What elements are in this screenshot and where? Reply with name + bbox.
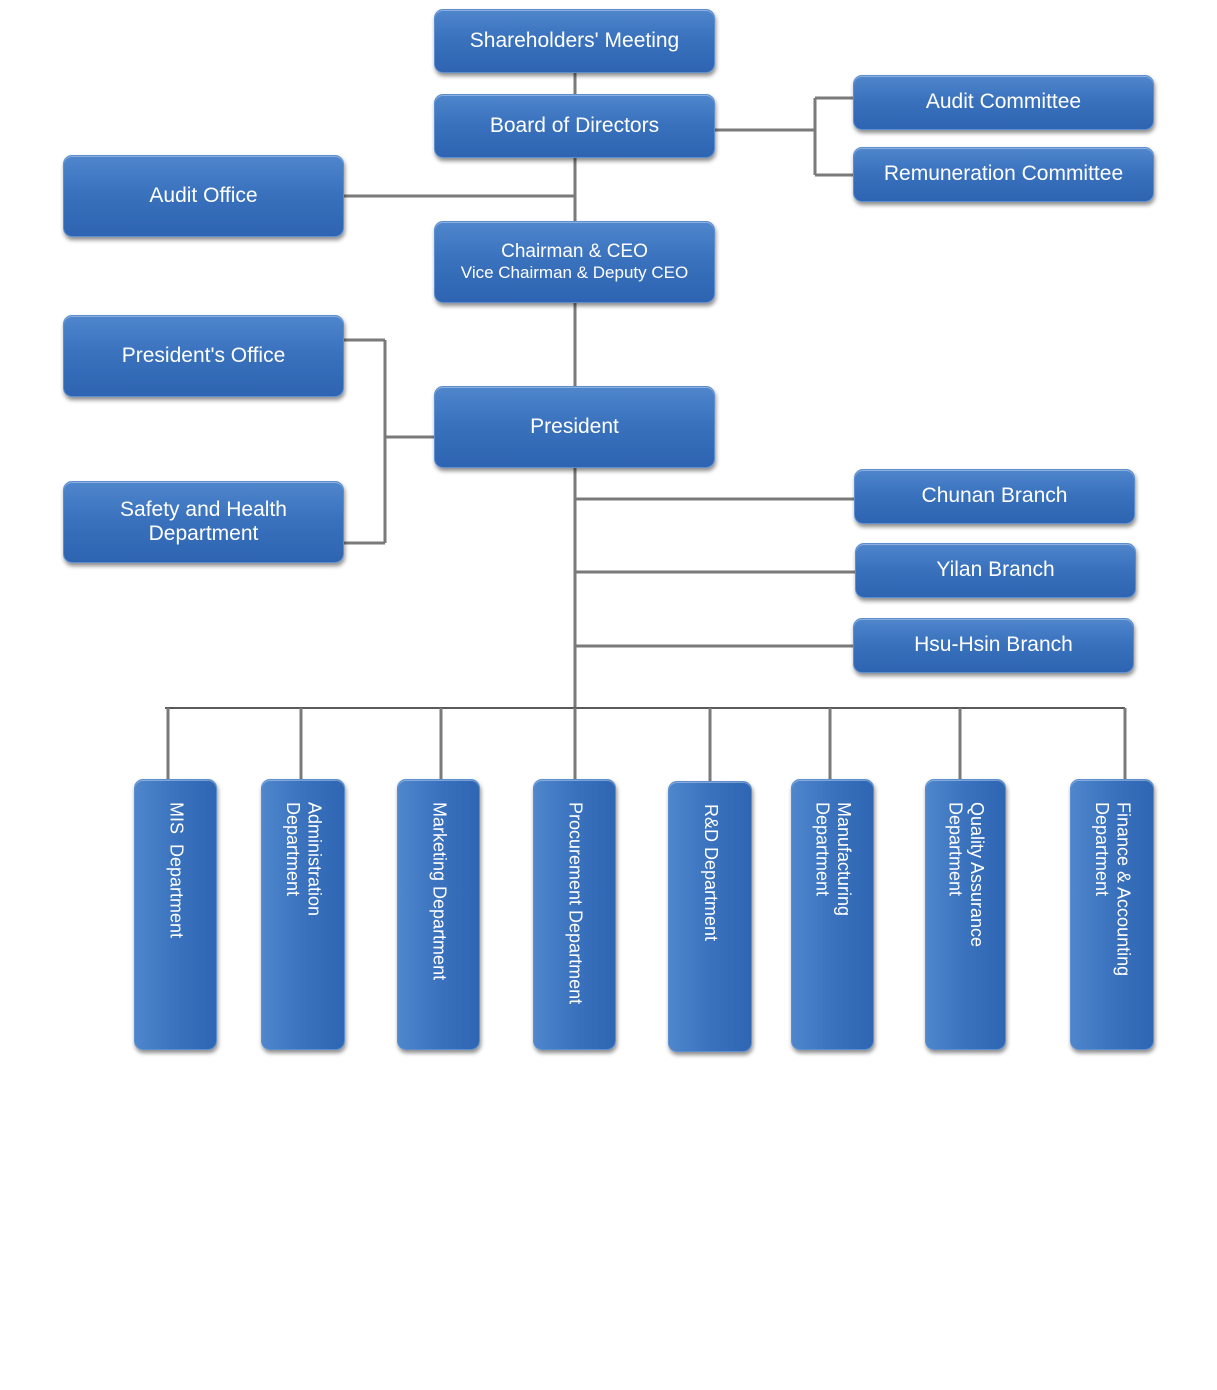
audit-office-box: Audit Office: [63, 155, 344, 237]
audit-office-label: Audit Office: [149, 183, 258, 207]
dept-finance-label: Finance & Accounting Department: [1092, 802, 1134, 977]
vice-chairman-label: Vice Chairman & Deputy CEO: [460, 263, 689, 283]
president-label: President: [530, 414, 619, 438]
remuneration-committee-label: Remuneration Committee: [883, 162, 1124, 186]
shareholders-meeting-box: Shareholders' Meeting: [434, 9, 715, 73]
dept-procurement-label: Procurement Department: [565, 802, 586, 1005]
safety-health-box: Safety and Health Department: [63, 481, 344, 563]
dept-mis-label: MIS Department: [166, 802, 187, 939]
chunan-branch-label: Chunan Branch: [921, 484, 1068, 508]
chairman-ceo-box: Chairman & CEO Vice Chairman & Deputy CE…: [434, 221, 715, 303]
presidents-office-label: President's Office: [121, 343, 286, 367]
dept-manufacturing-label: Manufacturing Department: [812, 802, 855, 917]
safety-health-line1: Safety and Health: [120, 497, 287, 521]
safety-health-line2: Department: [148, 522, 259, 545]
dept-marketing-box: Marketing Department: [397, 779, 480, 1050]
dept-rd-box: R&D Department: [668, 781, 752, 1052]
dept-administration-label: Administration Department: [283, 802, 325, 917]
chunan-branch-box: Chunan Branch: [854, 469, 1135, 524]
dept-quality-assurance-box: Quality Assurance Department: [925, 779, 1006, 1050]
presidents-office-box: President's Office: [63, 315, 344, 397]
board-of-directors-box: Board of Directors: [434, 94, 715, 158]
hsuhsin-branch-label: Hsu-Hsin Branch: [914, 633, 1073, 657]
chairman-ceo-label: Chairman & CEO: [501, 241, 648, 263]
board-of-directors-label: Board of Directors: [489, 113, 660, 137]
dept-marketing-label: Marketing Department: [429, 802, 450, 981]
dept-manufacturing-box: Manufacturing Department: [791, 779, 874, 1050]
yilan-branch-label: Yilan Branch: [936, 558, 1055, 582]
hsuhsin-branch-box: Hsu-Hsin Branch: [853, 618, 1134, 673]
president-box: President: [434, 386, 715, 468]
yilan-branch-box: Yilan Branch: [855, 543, 1136, 598]
shareholders-meeting-label: Shareholders' Meeting: [469, 28, 680, 52]
dept-quality-assurance-label: Quality Assurance Department: [945, 802, 988, 948]
dept-finance-box: Finance & Accounting Department: [1070, 779, 1154, 1050]
audit-committee-label: Audit Committee: [925, 90, 1082, 114]
dept-procurement-box: Procurement Department: [533, 779, 616, 1050]
dept-rd-label: R&D Department: [700, 804, 721, 942]
dept-mis-box: MIS Department: [134, 779, 217, 1050]
dept-administration-box: Administration Department: [261, 779, 345, 1050]
remuneration-committee-box: Remuneration Committee: [853, 147, 1154, 202]
audit-committee-box: Audit Committee: [853, 75, 1154, 130]
